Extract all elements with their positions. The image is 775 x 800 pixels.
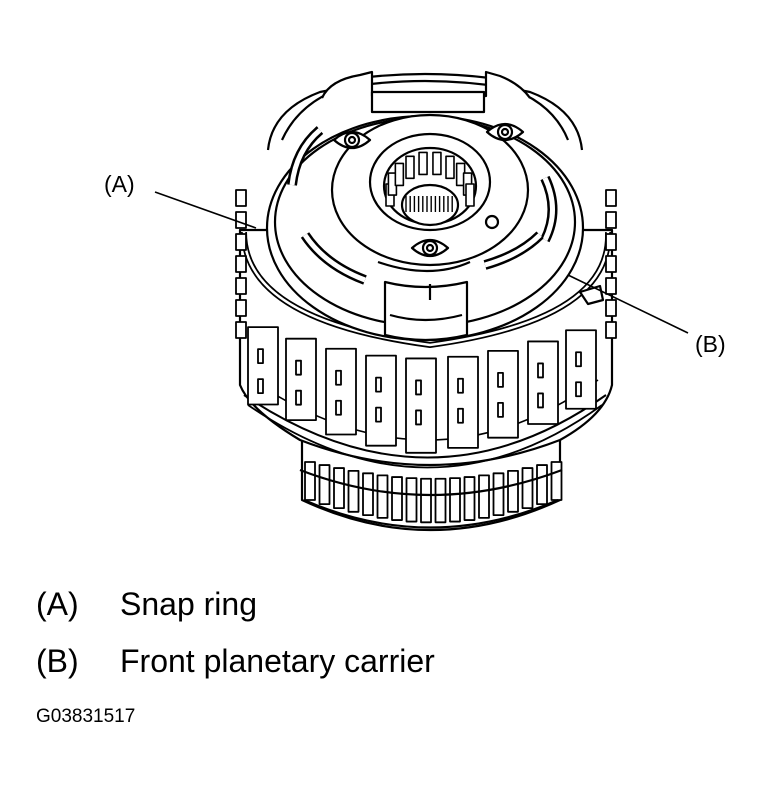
leader-line-b [567,274,689,334]
legend-label: Snap ring [120,586,257,622]
lower-gear-teeth [299,438,563,531]
legend-label: Front planetary carrier [120,643,435,679]
callout-label-a: (A) [104,171,135,197]
upper-drum-teeth [235,189,617,339]
snap-ring [241,231,612,348]
legend-key: (B) [36,643,79,679]
callout-label-b: (B) [695,331,726,357]
legend-key: (A) [36,586,79,622]
leader-line-a [154,191,257,229]
figure-code: G03831517 [36,706,136,727]
planetary-carrier [265,70,585,342]
